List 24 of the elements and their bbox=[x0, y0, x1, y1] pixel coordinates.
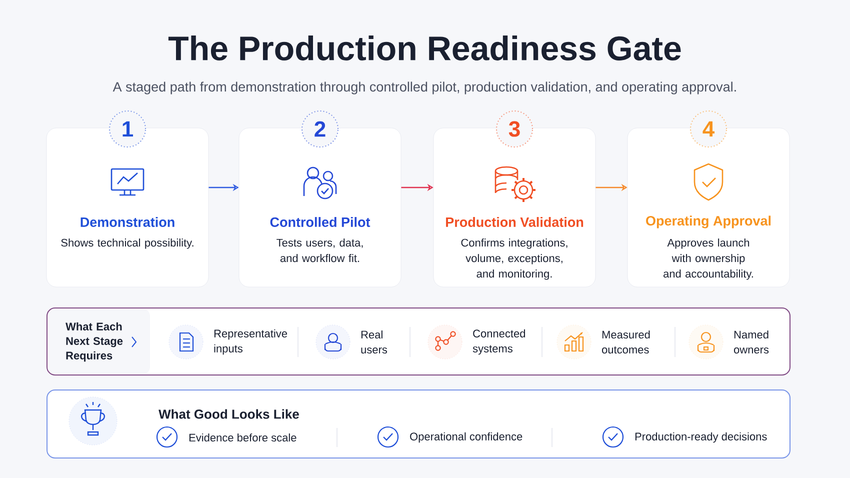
step-number: 4 bbox=[690, 110, 727, 148]
panel-heading: What Good Looks Like bbox=[158, 409, 299, 419]
requirement-label: Named owners bbox=[734, 330, 769, 354]
stage-title: Controlled Pilot bbox=[270, 217, 370, 227]
title: The Production Readiness Gate bbox=[168, 36, 681, 60]
panel-heading: What Each Next Stage Requires bbox=[66, 322, 123, 362]
stage-title: Demonstration bbox=[80, 217, 174, 227]
requirement-label: Measured outcomes bbox=[602, 330, 650, 354]
requirement-label: Connected systems bbox=[472, 329, 526, 355]
outcome-label: Production-ready decisions bbox=[635, 432, 767, 443]
outcome-label: Evidence before scale bbox=[189, 433, 296, 442]
requirement-label: Representative inputs bbox=[214, 329, 288, 355]
stage-description: Confirms integrations, volume, exceptions, and monitoring. bbox=[461, 238, 568, 280]
stage-description: Tests users, data, and workflow fit. bbox=[276, 238, 363, 262]
step-number: 3 bbox=[496, 110, 533, 148]
outcome-label: Operational confidence bbox=[410, 432, 522, 443]
stage-title: Operating Approval bbox=[646, 216, 771, 228]
stage-title: Production Validation bbox=[446, 217, 584, 227]
subtitle: A staged path from demonstration through controlled pilot, production validation, and operating approval. bbox=[112, 82, 736, 94]
step-number: 1 bbox=[109, 110, 146, 148]
step-number: 2 bbox=[302, 110, 338, 148]
requirement-label: Real users bbox=[361, 330, 388, 354]
stage-description: Shows technical possibility. bbox=[61, 238, 194, 249]
stage-description: Approves launch with ownership and accountability. bbox=[664, 238, 753, 280]
